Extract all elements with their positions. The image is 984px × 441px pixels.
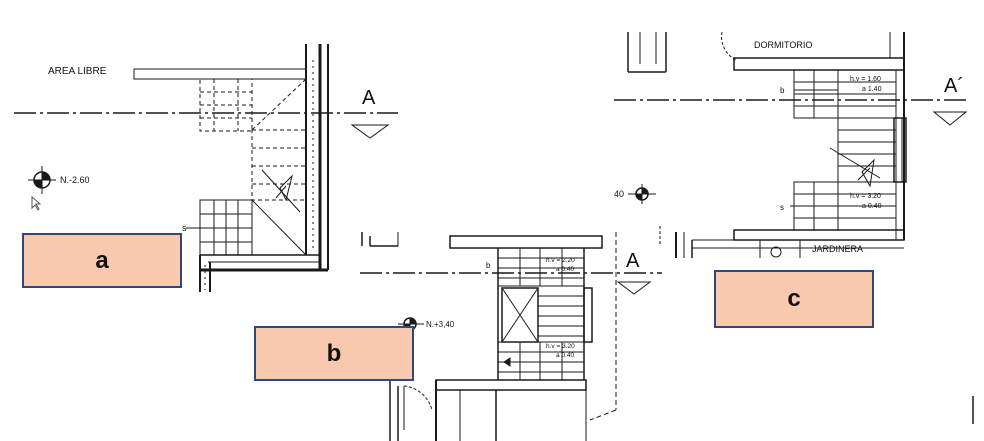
label-b-text: b xyxy=(326,339,342,367)
area-libre-text: AREA LIBRE xyxy=(48,66,107,77)
label-c-box: c xyxy=(714,270,874,328)
room-dormitorio-text: DORMITORIO xyxy=(754,40,812,50)
level-marker-a xyxy=(28,166,56,194)
area-libre-slab xyxy=(133,68,307,80)
plan-b xyxy=(360,232,662,441)
plan-a xyxy=(14,44,398,292)
stair-b-text-c: b xyxy=(780,86,785,95)
plan-c xyxy=(614,31,968,258)
section-marker-c xyxy=(932,111,968,126)
hv-top-2-b: a 0.40 xyxy=(556,266,574,273)
stair-b-text-b: b xyxy=(486,261,491,270)
room-jardinera-text: JARDINERA xyxy=(812,244,863,254)
hv-top-1-c: h.v = 1.60 xyxy=(850,76,881,83)
label-a-box: a xyxy=(22,233,182,288)
stair-s-text-c: s xyxy=(780,203,784,212)
stair-s-text-a: s xyxy=(182,223,187,233)
section-marker-b xyxy=(616,281,652,295)
cursor-arrow-icon xyxy=(31,195,42,211)
level-marker-c xyxy=(628,184,656,204)
section-marker-a xyxy=(350,124,390,139)
hv-top-2-c: a 1.40 xyxy=(862,86,882,93)
hv-bot-2-b: a 0.40 xyxy=(556,352,574,359)
section-label-b: A xyxy=(626,250,640,272)
hv-bot-2-c: a 0.40 xyxy=(862,203,882,210)
level-text-c: 40 xyxy=(614,189,624,199)
label-b-box: b xyxy=(254,326,414,381)
section-label-a: A xyxy=(362,87,376,109)
section-label-c: A´ xyxy=(944,75,964,97)
hv-bot-1-c: h.v = 3.20 xyxy=(850,193,881,200)
hv-bot-1-b: h.v = 3.20 xyxy=(546,343,575,350)
label-a-text: a xyxy=(95,246,109,274)
level-text-b: N.+3,40 xyxy=(426,320,455,329)
label-c-text: c xyxy=(787,285,801,312)
hv-top-1-b: h.v = 2.20 xyxy=(546,257,575,264)
level-text-a: N.-2.60 xyxy=(60,175,90,185)
